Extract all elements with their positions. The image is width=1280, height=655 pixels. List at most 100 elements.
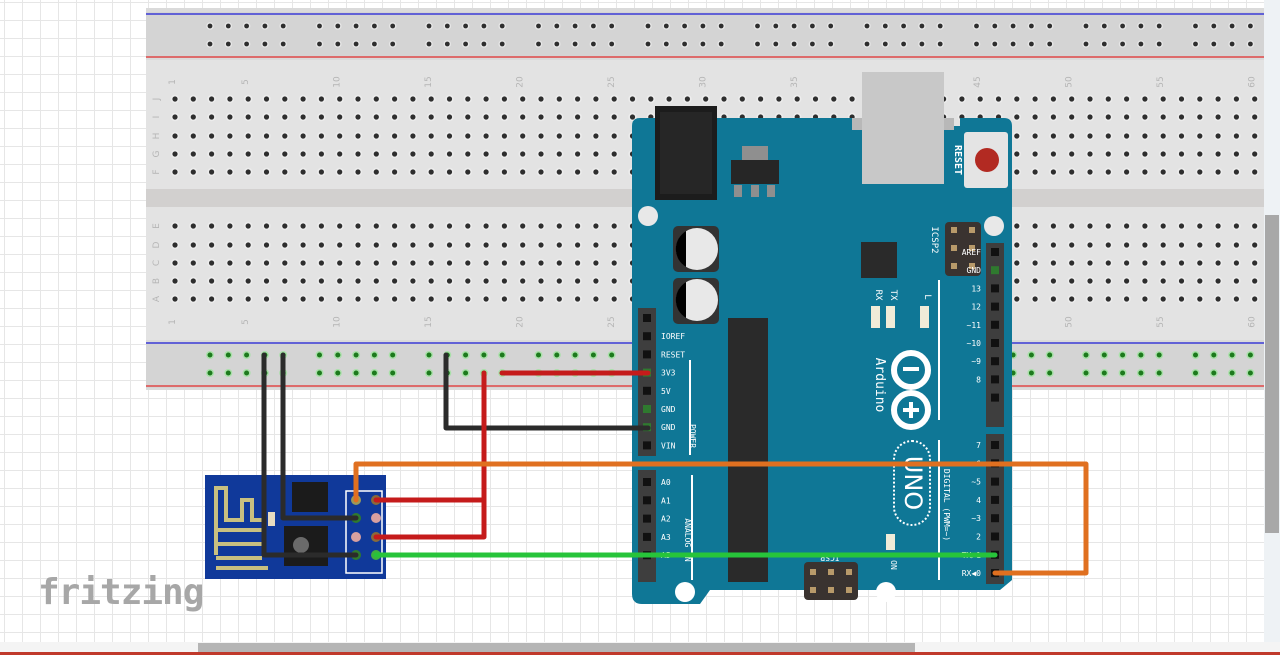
pin-label: A0 <box>661 478 671 487</box>
column-label: 35 <box>790 76 800 87</box>
breadboard-hole-center <box>501 296 507 302</box>
rail-hole-center <box>901 23 906 29</box>
rail-hole-center <box>371 370 377 376</box>
wire-tx-rx[interactable] <box>353 461 1089 576</box>
column-label: 15 <box>424 316 434 327</box>
breadboard-hole-center <box>629 114 636 120</box>
power-header <box>638 308 656 456</box>
esp8266-module[interactable] <box>205 475 386 579</box>
breadboard-hole-center <box>1050 296 1056 302</box>
breadboard-hole-center <box>501 260 507 266</box>
arduino-pin[interactable] <box>643 405 651 413</box>
rail-hole-center <box>1211 352 1217 358</box>
arduino-pin[interactable] <box>991 495 999 504</box>
breadboard-hole-center <box>318 169 324 175</box>
column-label: 25 <box>607 316 617 327</box>
arduino-pin[interactable] <box>643 496 651 505</box>
breadboard-hole-center <box>1105 151 1111 157</box>
icsp-pin <box>810 587 816 593</box>
breadboard-hole-center <box>300 242 306 248</box>
breadboard-hole-center <box>263 223 270 229</box>
arduino-pin[interactable] <box>991 514 999 523</box>
arduino-pin[interactable] <box>643 514 651 523</box>
wire-gpio-esp[interactable] <box>280 352 359 521</box>
breadboard-hole-center <box>1178 242 1185 248</box>
arduino-pin[interactable] <box>991 532 999 541</box>
arduino-pin[interactable] <box>991 266 999 275</box>
breadboard-hole-center <box>190 223 196 229</box>
breadboard-hole-center <box>190 242 196 248</box>
wire-vcc-esp[interactable] <box>373 370 487 503</box>
rail-hole-center <box>426 370 432 376</box>
breadboard-hole-center <box>190 96 196 102</box>
breadboard-hole-center <box>209 242 215 248</box>
breadboard-hole-center <box>410 278 416 284</box>
breadboard-hole-center <box>392 151 398 157</box>
breadboard-hole-center <box>465 96 471 102</box>
breadboard-hole-center <box>520 260 526 266</box>
breadboard-hole-center <box>1215 133 1221 139</box>
antenna-trace <box>214 486 268 570</box>
arduino-pin[interactable] <box>991 248 999 256</box>
horizontal-scrollbar-thumb[interactable] <box>198 643 915 653</box>
wires[interactable] <box>261 352 1089 576</box>
pin-label: 8 <box>976 375 981 384</box>
arduino-pin[interactable] <box>643 314 651 322</box>
breadboard-hole-center <box>1178 296 1185 302</box>
rail-hole-center <box>974 23 979 29</box>
rail-hole-center <box>353 41 359 47</box>
arduino-pin[interactable] <box>991 441 999 449</box>
arduino-uno[interactable]: RESET ICSP2 ICSP RX TX L ON Arduino <box>632 72 1012 604</box>
vertical-scrollbar-thumb[interactable] <box>1265 215 1279 533</box>
column-label: 1 <box>168 79 178 85</box>
arduino-pin[interactable] <box>643 350 651 359</box>
breadboard-hole-center <box>483 260 489 266</box>
arduino-pin[interactable] <box>991 375 999 384</box>
breadboard-hole-center <box>575 169 581 175</box>
esp-pin[interactable] <box>371 513 381 523</box>
rail-hole-center <box>1229 352 1235 358</box>
arduino-pin[interactable] <box>643 332 651 341</box>
wire-gnd-esp[interactable] <box>261 352 359 558</box>
breadboard-hole-center <box>1050 260 1056 266</box>
rail-hole-center <box>1120 370 1126 376</box>
arduino-pin[interactable] <box>991 393 999 402</box>
wire-gnd-arduino[interactable] <box>443 352 651 431</box>
breadboard-hole-center <box>392 242 398 248</box>
esp-pin[interactable] <box>351 532 361 542</box>
breadboard-hole-center <box>428 96 434 102</box>
breadboard-hole-center <box>190 296 196 302</box>
arduino-pin[interactable] <box>991 320 999 329</box>
rail-hole-center <box>225 23 231 29</box>
analog-header <box>638 470 656 582</box>
arduino-pin[interactable] <box>643 532 651 541</box>
breadboard-hole-center <box>1142 151 1148 157</box>
wire-chpd-esp[interactable] <box>373 497 487 540</box>
arduino-pin[interactable] <box>991 477 999 486</box>
breadboard-hole-center <box>465 133 471 139</box>
arduino-pin[interactable] <box>991 339 999 347</box>
breadboard-hole-center <box>1050 278 1056 284</box>
breadboard-hole-center <box>245 260 251 266</box>
breadboard-hole-center <box>172 96 178 102</box>
row-letter: B <box>152 278 162 284</box>
pin-label: A2 <box>661 515 671 524</box>
column-label: 1 <box>168 319 178 325</box>
breadboard-hole-center <box>209 96 215 102</box>
arduino-pin[interactable] <box>643 478 651 486</box>
arduino-pin[interactable] <box>991 284 999 293</box>
row-letter: F <box>152 169 162 174</box>
breadboard-hole-center <box>172 223 178 229</box>
breadboard-hole-center <box>849 96 855 102</box>
breadboard-hole-center <box>446 260 453 266</box>
breadboard-hole-center <box>209 151 215 157</box>
reset-button[interactable] <box>975 148 999 172</box>
arduino-pin[interactable] <box>991 357 999 366</box>
breadboard-hole-center <box>337 223 343 229</box>
breadboard-hole-center <box>282 296 288 302</box>
arduino-pin[interactable] <box>643 441 651 450</box>
arduino-pin[interactable] <box>643 386 651 395</box>
arduino-pin[interactable] <box>991 302 999 311</box>
breadboard-hole-center <box>318 133 324 139</box>
